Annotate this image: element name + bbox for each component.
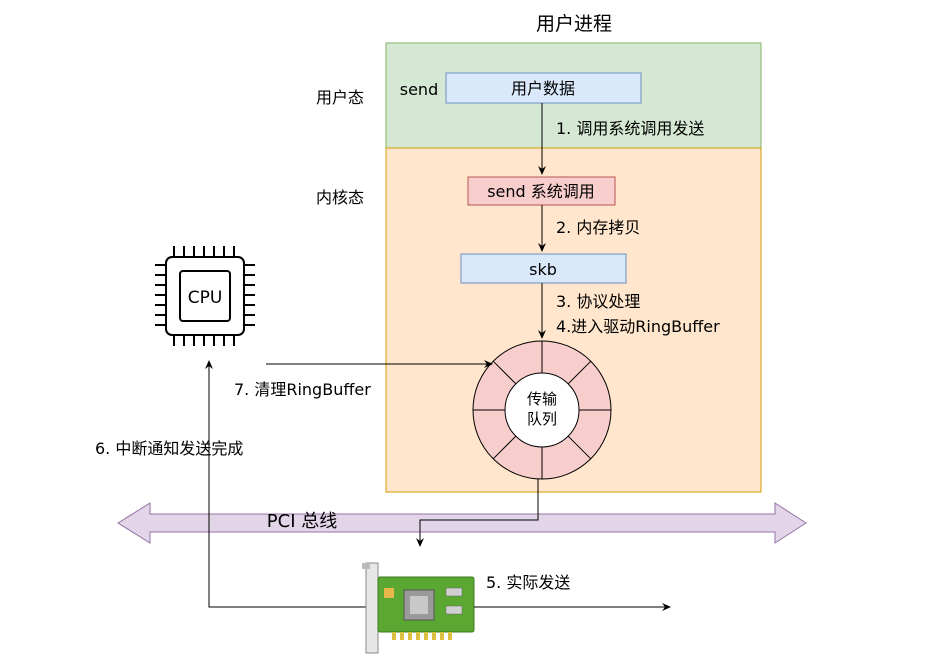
syscall-label: send 系统调用	[487, 182, 595, 201]
skb-box	[460, 253, 627, 284]
arrow-ring-to-nic	[416, 479, 539, 547]
send-call-label: send	[400, 80, 438, 99]
cpu-label: CPU	[188, 288, 223, 308]
step-3-label: 3. 协议处理	[556, 292, 640, 311]
user-mode-label: 用户态	[316, 88, 364, 107]
ring-label-line2: 队列	[527, 410, 557, 428]
ring-label-line1: 传输	[527, 390, 557, 408]
pci-bus-label: PCI 总线	[267, 511, 337, 532]
step-7-label: 7. 清理RingBuffer	[234, 380, 371, 399]
user-data-box	[445, 72, 642, 104]
step-6-label: 6. 中断通知发送完成	[95, 439, 243, 458]
step-1-label: 1. 调用系统调用发送	[556, 119, 704, 138]
kernel-mode-label: 内核态	[316, 188, 364, 207]
arrow-nic-to-cpu	[205, 360, 370, 608]
cpu-icon	[155, 246, 255, 346]
network-card-icon	[362, 562, 475, 654]
step-2-label: 2. 内存拷贝	[556, 218, 640, 237]
ring-buffer: 传输 队列	[472, 340, 612, 480]
syscall-box	[467, 176, 616, 206]
pci-bus-arrow	[117, 502, 807, 544]
process-title: 用户进程	[536, 13, 612, 35]
step-5-label: 5. 实际发送	[486, 573, 570, 592]
user-data-label: 用户数据	[511, 79, 575, 98]
step-4-label: 4.进入驱动RingBuffer	[556, 317, 720, 336]
skb-label: skb	[529, 260, 557, 279]
